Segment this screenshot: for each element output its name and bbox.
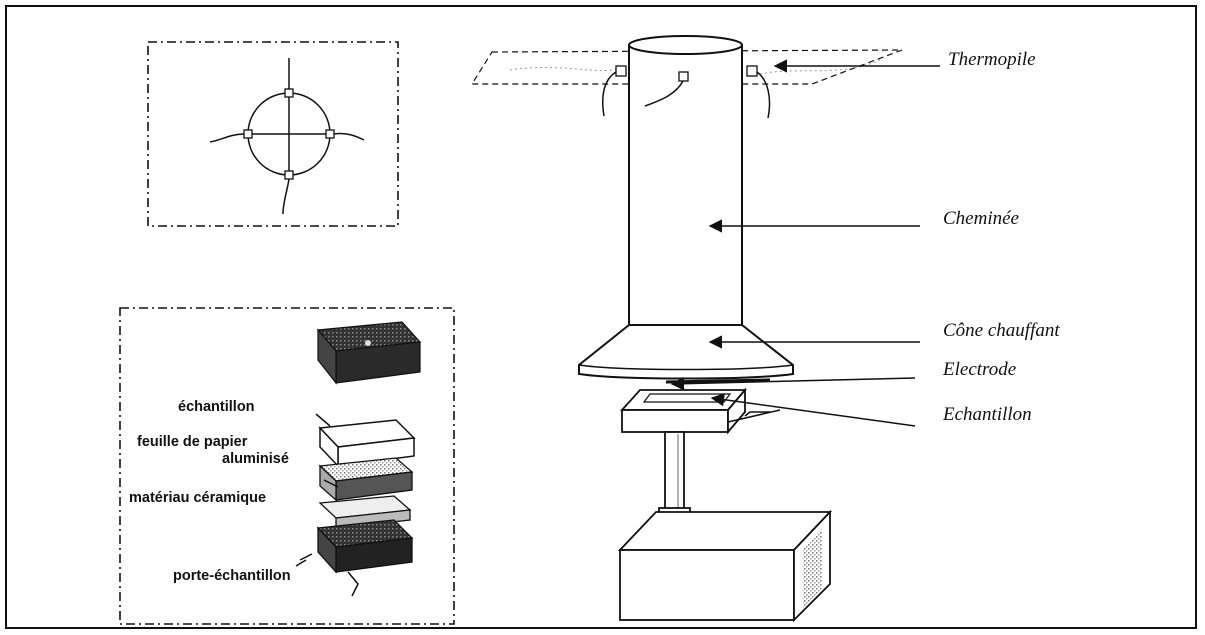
sample-holder: [619, 387, 781, 435]
inset-label-materiau: matériau céramique: [129, 490, 266, 506]
arrow-electrode: [670, 376, 916, 391]
heating-cone: [578, 324, 794, 380]
arrow-echantillon: [710, 392, 916, 427]
inset-label-feuille-1: feuille de papier: [137, 434, 248, 450]
label-thermopile: Thermopile: [948, 49, 1036, 70]
thermopile-sensors: [602, 65, 771, 119]
label-cheminee: Cheminée: [943, 208, 1019, 229]
load-cell-base: [617, 509, 833, 623]
thermopile-top-view-icon: [147, 41, 399, 227]
thermopile-plane: [470, 49, 903, 85]
label-electrode: Electrode: [942, 359, 1016, 380]
outer-border: [5, 5, 1197, 629]
inset-label-feuille-2: aluminisé: [222, 451, 289, 467]
inset-label-porte: porte-échantillon: [173, 568, 291, 584]
inset-label-echantillon: échantillon: [178, 399, 255, 415]
label-echantillon: Echantillon: [942, 404, 1032, 425]
chimney: [628, 35, 743, 326]
label-cone: Cône chauffant: [943, 320, 1060, 341]
sample-layers-exploded-icon: [119, 307, 455, 625]
